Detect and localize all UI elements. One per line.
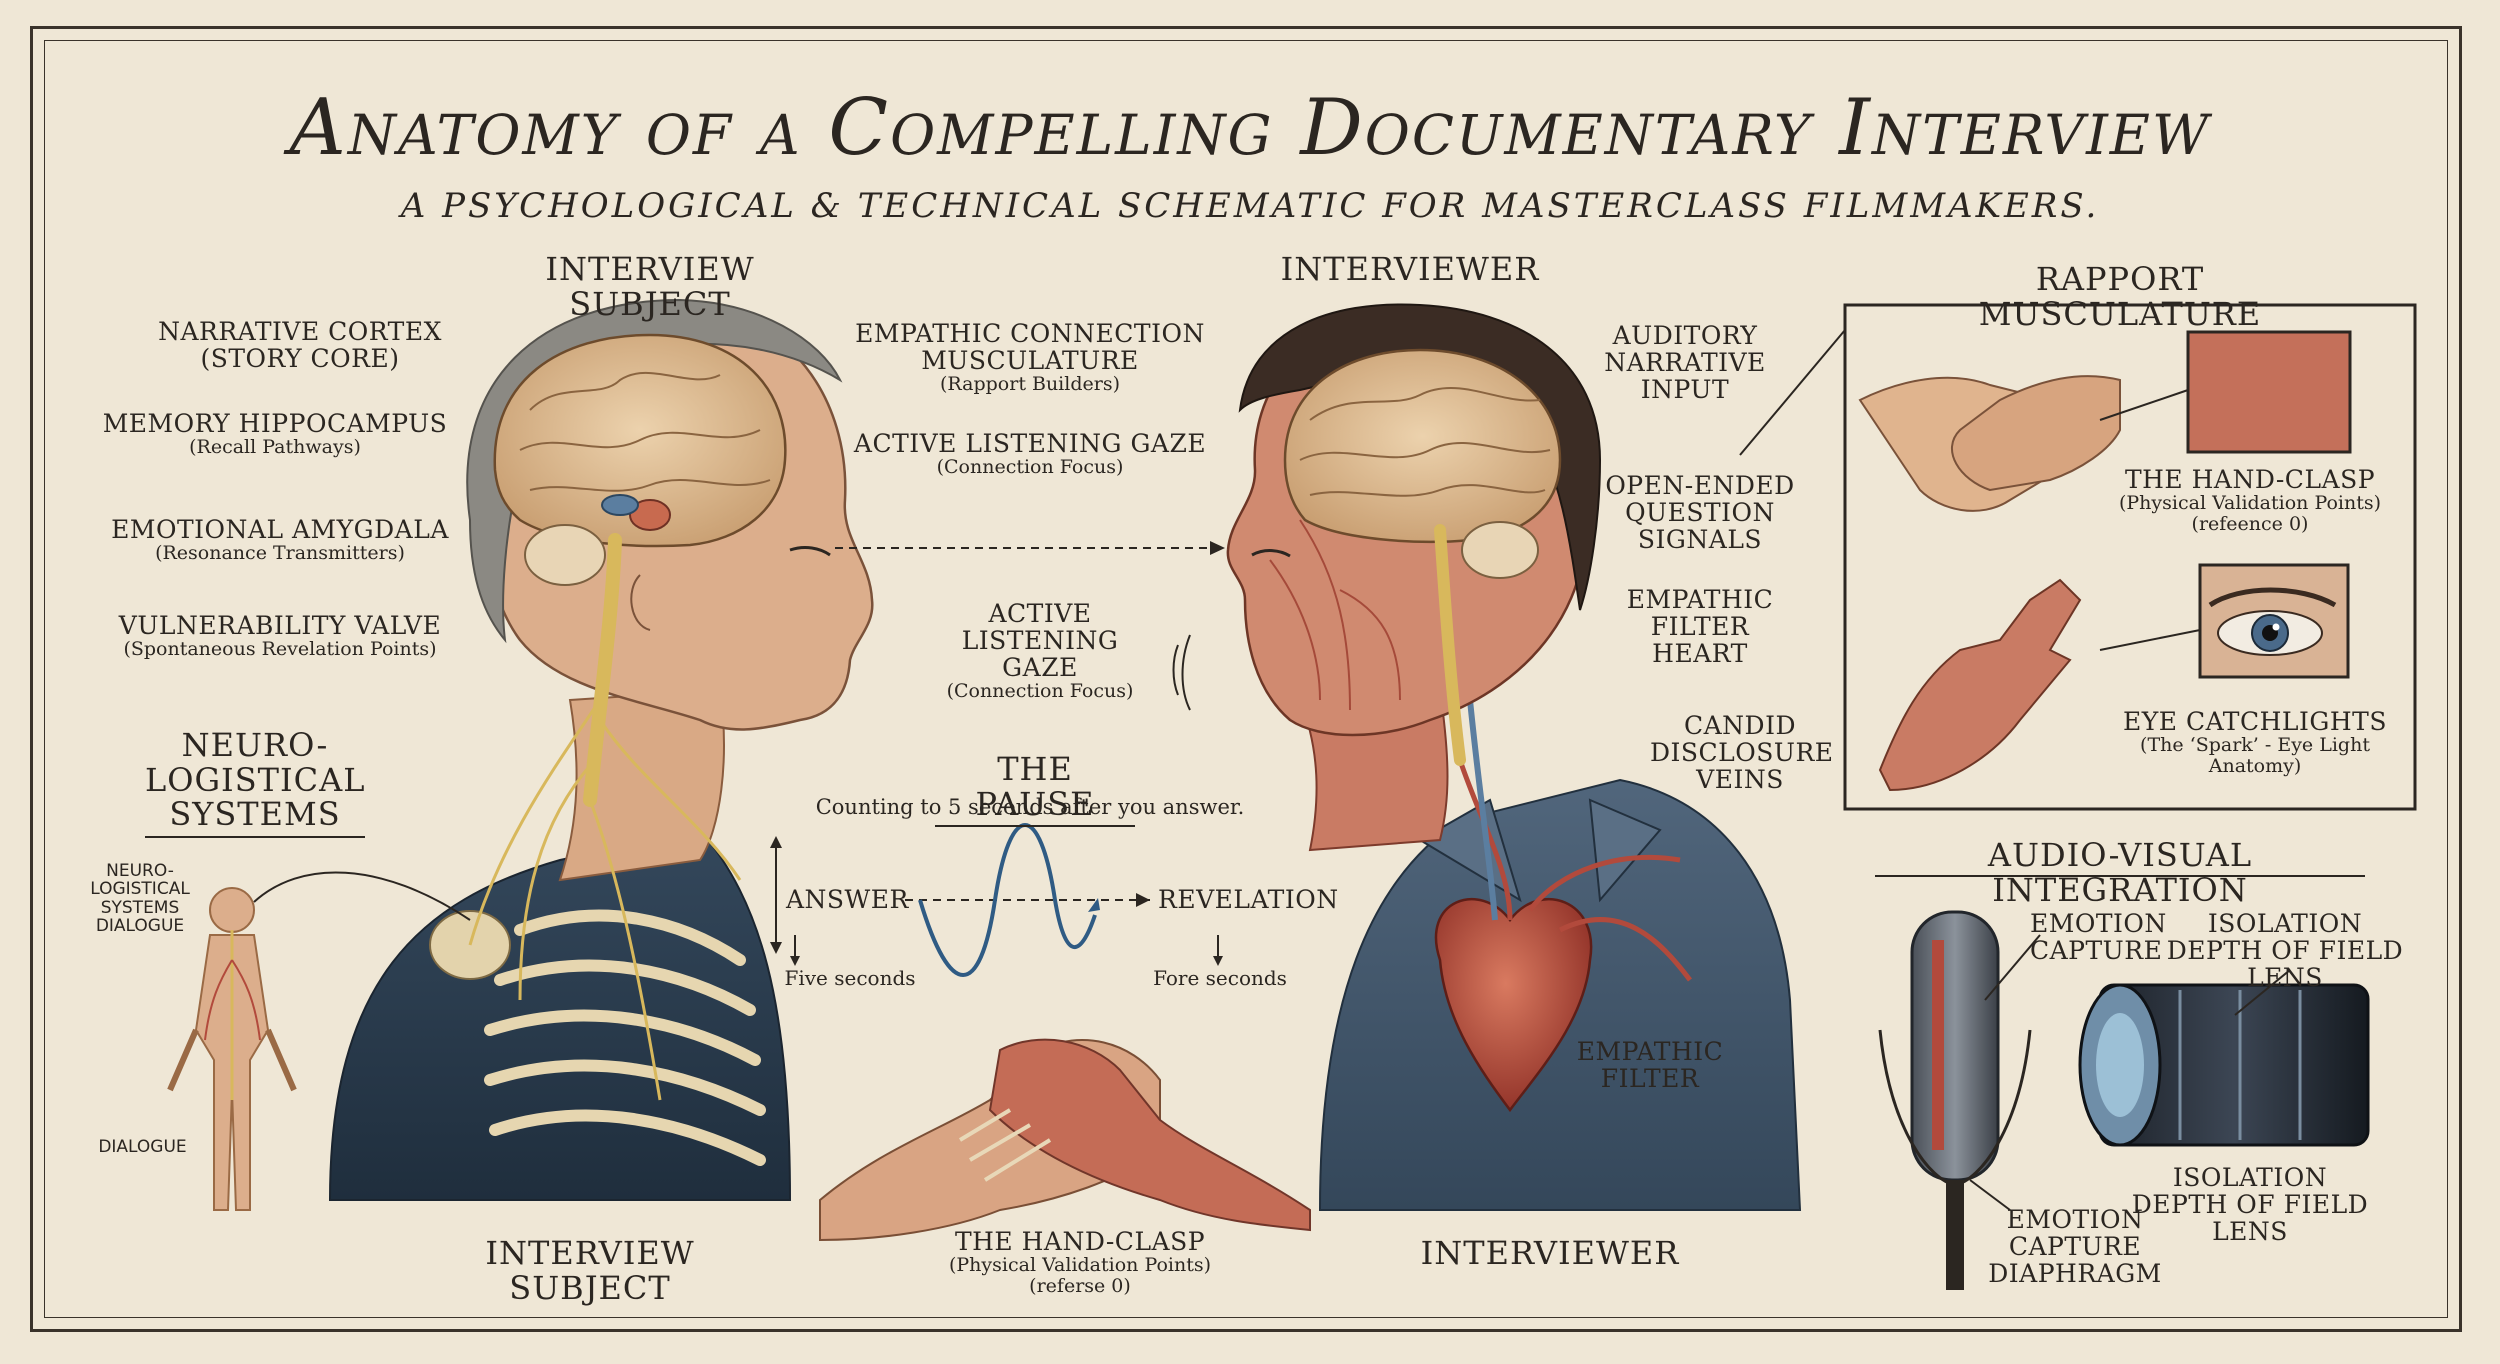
pause-title: THE PAUSE <box>935 752 1135 828</box>
label-active-gaze-top: ACTIVE LISTENING GAZE (Connection Focus) <box>850 430 1210 478</box>
emotion-capture-label: EMOTION CAPTURE <box>2030 909 2167 965</box>
label-empathic-connection: EMPATHIC CONNECTION MUSCULATURE (Rapport… <box>850 320 1210 395</box>
outer-frame <box>30 26 2462 1332</box>
interviewer-brain <box>1283 348 1562 544</box>
memory-sublabel: (Recall Pathways) <box>189 436 361 458</box>
valve-sublabel: (Spontaneous Revelation Points) <box>123 638 437 660</box>
pause-fore-seconds: Fore seconds <box>1153 966 1287 990</box>
center-handclasp-label: THE HAND-CLASP <box>954 1227 1206 1256</box>
interviewer-spinal-cord <box>1434 524 1466 766</box>
narrative-cortex-sublabel: (STORY CORE) <box>200 344 400 373</box>
gaze-top-label: ACTIVE LISTENING GAZE <box>853 429 1207 458</box>
av-header: AUDIO-VISUAL INTEGRATION <box>1987 836 2253 909</box>
gaze-arrowhead <box>1210 541 1225 555</box>
pause-diagram <box>770 823 1223 977</box>
eye-catchlight-icon <box>2208 587 2337 656</box>
auditory-label: AUDITORY NARRATIVE INPUT <box>1604 321 1766 404</box>
rapport-open-hand <box>1878 578 2082 792</box>
gaze-mid-sublabel: (Connection Focus) <box>946 680 1134 702</box>
subject-ear <box>630 574 651 631</box>
diaphragm-label: EMOTION CAPTURE DIAPHRAGM <box>1988 1205 2162 1288</box>
empathic-label: EMPATHIC CONNECTION MUSCULATURE <box>855 319 1205 375</box>
eye-catchlights-label: EYE CATCHLIGHTS <box>2123 707 2387 736</box>
rapport-header: RAPPORT MUSCULATURE <box>1978 260 2262 333</box>
amygdala-label: EMOTIONAL AMYGDALA <box>111 515 449 544</box>
rapport-handclasp-sublabel: (Physical Validation Points) <box>2118 492 2382 514</box>
valve-label: VULNERABILITY VALVE <box>118 611 442 640</box>
interviewer-facial-muscles <box>1269 519 1401 711</box>
empathic-filter-label: EMPATHIC FILTER <box>1576 1037 1724 1093</box>
filter-heart-label: EMPATHIC FILTER HEART <box>1626 585 1774 668</box>
label-active-gaze-mid: ACTIVE LISTENING GAZE (Connection Focus) <box>920 600 1160 702</box>
subject-brain-folds <box>519 371 771 492</box>
interviewer-eye <box>1251 549 1291 558</box>
neuro-figure <box>167 887 297 1211</box>
subject-nerves <box>468 699 742 1101</box>
subject-header-bottom: INTERVIEW SUBJECT <box>485 1234 695 1307</box>
sound-wave-icon <box>1172 634 1191 711</box>
interviewer-vein <box>1467 699 1498 921</box>
label-memory-hippocampus: MEMORY HIPPOCAMPUS (Recall Pathways) <box>90 410 460 458</box>
narrative-cortex-label: NARRATIVE CORTEX <box>158 317 442 346</box>
subject-hippocampus <box>601 494 639 516</box>
subject-header-top: INTERVIEW SUBJECT <box>545 250 755 323</box>
interviewer-cerebellum <box>1461 521 1539 579</box>
label-center-handclasp: THE HAND-CLASP (Physical Validation Poin… <box>920 1228 1240 1296</box>
pause-description: Counting to 5 seconds after you answer. <box>815 795 1245 819</box>
rapport-handclasp-ref: (refeence 0) <box>2191 512 2309 535</box>
subject-eye <box>789 546 831 557</box>
interviewer-heart-vessels <box>1457 759 1692 982</box>
eye-catchlights-sublabel: (The ‘Spark’ - Eye Light Anatomy) <box>2140 734 2370 777</box>
gaze-top-sublabel: (Connection Focus) <box>936 456 1124 478</box>
label-vulnerability-valve: VULNERABILITY VALVE (Spontaneous Revelat… <box>95 612 465 660</box>
candid-label: CANDID DISCLOSURE VEINS <box>1650 711 1834 794</box>
subject-cerebellum <box>524 524 606 586</box>
interviewer-header-bottom: INTERVIEWER <box>1420 1234 1680 1272</box>
openended-label: OPEN-ENDED QUESTION SIGNALS <box>1605 471 1795 554</box>
interviewer-heart <box>1434 897 1593 1113</box>
interviewer-figure <box>1172 303 1802 1211</box>
page-subtitle: A PSYCHOLOGICAL & TECHNICAL SCHEMATIC FO… <box>400 186 2100 226</box>
page-title: Anatomy of a Compelling Documentary Inte… <box>289 83 2211 173</box>
interviewer-header-top: INTERVIEWER <box>1280 250 1540 288</box>
rapport-pointer-line <box>1739 329 1846 456</box>
center-handclasp-sublabel: (Physical Validation Points) <box>948 1254 1212 1276</box>
microphone-icon <box>1878 910 2041 1290</box>
label-eye-catchlights: EYE CATCHLIGHTS (The ‘Spark’ - Eye Light… <box>2110 708 2400 776</box>
neuro-connector-line <box>253 871 471 921</box>
amygdala-sublabel: (Resonance Transmitters) <box>155 542 405 564</box>
label-emotional-amygdala: EMOTIONAL AMYGDALA (Resonance Transmitte… <box>90 516 470 564</box>
pause-answer-label: ANSWER <box>786 885 909 914</box>
gaze-mid-label: ACTIVE LISTENING GAZE <box>961 599 1119 682</box>
neuro-figure-label: NEURO-LOGISTICAL SYSTEMS DIALOGUE <box>90 861 190 937</box>
neuro-dialogue-label: DIALOGUE <box>98 1137 187 1157</box>
empathic-sublabel: (Rapport Builders) <box>939 373 1120 395</box>
camera-lens-icon <box>2078 969 2370 1147</box>
interviewer-collar <box>1418 798 1662 903</box>
subject-ribcage <box>484 909 766 1166</box>
isolation-bottom-label: ISOLATION DEPTH OF FIELD LENS <box>2131 1163 2369 1246</box>
rapport-panel-frame <box>1843 303 2417 811</box>
rapport-handclasp-inset <box>2186 330 2352 454</box>
label-narrative-cortex: NARRATIVE CORTEX (STORY CORE) <box>120 318 480 372</box>
inner-frame <box>44 40 2448 1318</box>
interviewer-brain-folds <box>1299 387 1551 497</box>
pause-wave <box>918 823 1097 977</box>
rapport-handshake <box>1858 375 2121 512</box>
rapport-handclasp-label: THE HAND-CLASP <box>2124 465 2376 494</box>
center-handclasp-ref: (referse 0) <box>1029 1274 1131 1297</box>
label-rapport-handclasp: THE HAND-CLASP (Physical Validation Poin… <box>2085 466 2415 534</box>
isolation-top-label: ISOLATION DEPTH OF FIELD LENS <box>2166 909 2404 992</box>
memory-label: MEMORY HIPPOCAMPUS <box>102 409 448 438</box>
interview-subject-figure <box>328 298 874 1201</box>
center-handshake <box>819 1038 1311 1242</box>
neuro-header: NEURO-LOGISTICAL SYSTEMS <box>145 728 365 838</box>
pause-five-seconds: Five seconds <box>784 966 916 990</box>
pause-revelation-label: REVELATION <box>1158 885 1339 914</box>
subject-amygdala <box>629 499 671 531</box>
